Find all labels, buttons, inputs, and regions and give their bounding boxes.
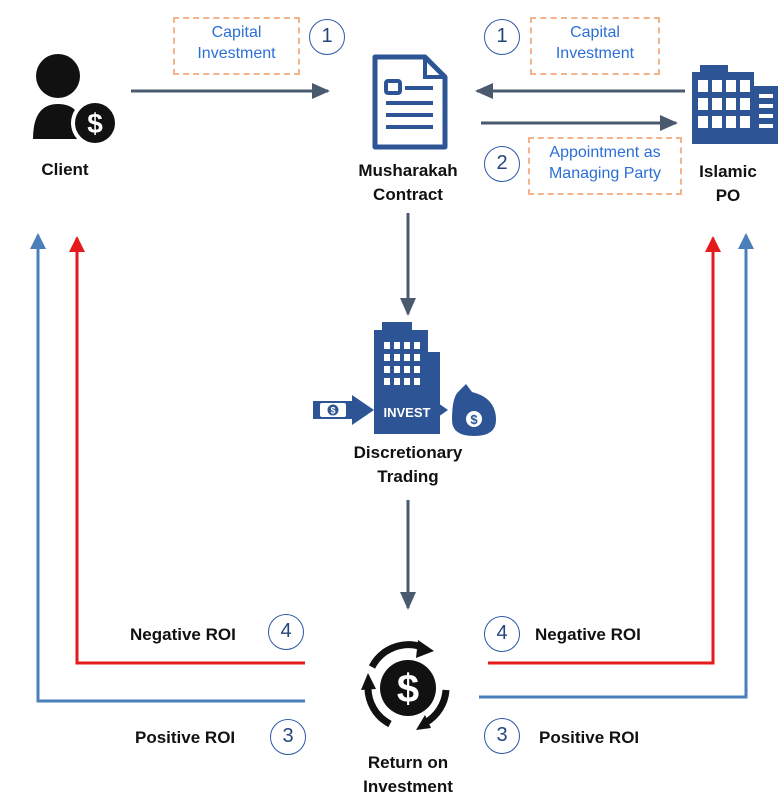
step-4-right: 4: [484, 616, 520, 652]
appointment-box: Appointment as Managing Party: [528, 137, 682, 195]
invest-icon: $ INVEST $: [313, 322, 496, 436]
step-3-right: 3: [484, 718, 520, 754]
contract-label-line1: Musharakah: [358, 161, 458, 180]
capital-investment-left-box: Capital Investment: [173, 17, 300, 75]
capital-left-line2: Investment: [197, 45, 276, 62]
svg-text:$: $: [397, 667, 419, 711]
return-label-line2: Investment: [363, 777, 453, 796]
client-icon: $: [33, 54, 119, 147]
trading-label-line1: Discretionary: [353, 443, 463, 462]
capital-left-line1: Capital: [211, 24, 262, 41]
step-3-left: 3: [270, 719, 306, 755]
positive-roi-right-label: Positive ROI: [539, 728, 640, 747]
trading-label: Discretionary Trading: [328, 441, 488, 489]
positive-roi-left-label: Positive ROI: [135, 728, 236, 747]
po-label-line1: Islamic: [699, 162, 757, 181]
return-label-line1: Return on: [367, 753, 449, 772]
arrow-positive-roi-po: [479, 233, 754, 699]
svg-text:$: $: [87, 108, 103, 139]
svg-text:$: $: [330, 406, 335, 416]
capital-investment-right-box: Capital Investment: [530, 17, 660, 75]
contract-label-line2: Contract: [373, 185, 443, 204]
appointment-line1: Appointment as: [549, 144, 661, 161]
building-icon: [692, 65, 778, 144]
arrow-positive-roi-client: [30, 233, 305, 703]
client-label: Client: [41, 160, 89, 179]
negative-roi-left-label: Negative ROI: [130, 625, 236, 644]
contract-label: Musharakah Contract: [338, 159, 478, 207]
negative-roi-right-label: Negative ROI: [535, 625, 641, 644]
step-1-left: 1: [309, 19, 345, 55]
return-cycle-icon: $: [361, 640, 450, 730]
step-4-left: 4: [268, 614, 304, 650]
trading-label-line2: Trading: [377, 467, 439, 486]
contract-document-icon: [372, 54, 448, 150]
return-label: Return on Investment: [338, 751, 478, 799]
po-label-line2: PO: [715, 186, 741, 205]
po-label: Islamic PO: [688, 160, 768, 208]
arrow-negative-roi-po: [488, 236, 721, 665]
capital-right-line1: Capital: [570, 24, 620, 41]
capital-right-line2: Investment: [555, 45, 635, 62]
step-1-right: 1: [484, 19, 520, 55]
svg-text:$: $: [470, 412, 478, 427]
appointment-line2: Managing Party: [548, 165, 662, 182]
arrow-negative-roi-client: [69, 236, 305, 665]
step-2: 2: [484, 146, 520, 182]
invest-sign-text: INVEST: [384, 405, 431, 420]
